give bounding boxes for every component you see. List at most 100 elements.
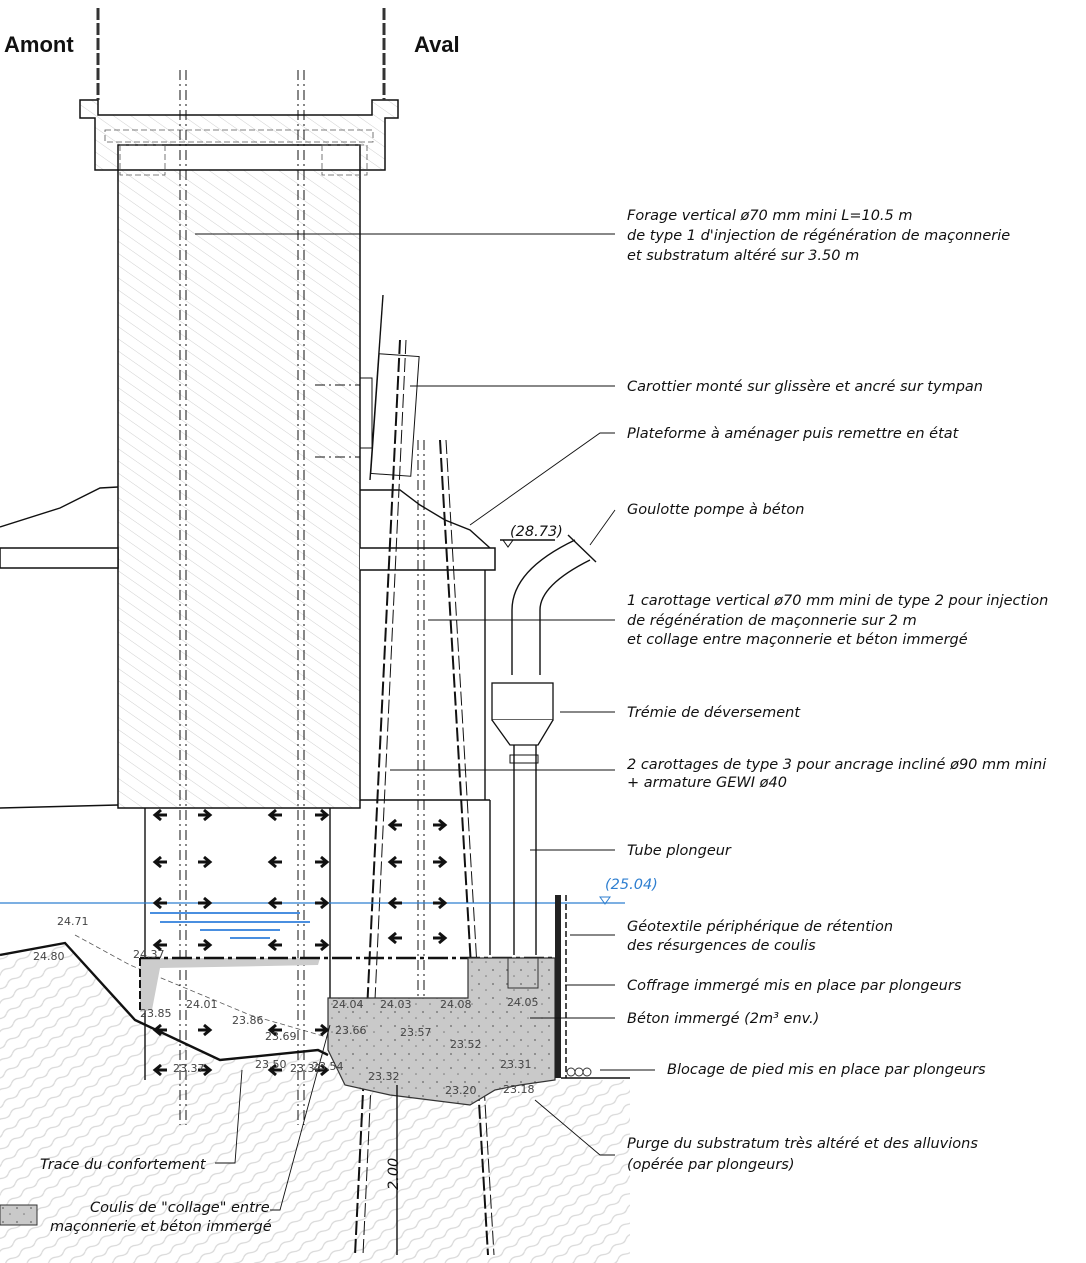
- elevation-label: 24.37: [133, 948, 165, 961]
- annotation: Tube plongeur: [627, 843, 732, 859]
- elevation-label: 23.18: [503, 1083, 535, 1096]
- annotation: Forage vertical ø70 mm mini L=10.5 m: [627, 208, 912, 224]
- elevation-label: 23.32: [290, 1062, 322, 1075]
- elevation-label: 23.37: [173, 1062, 205, 1075]
- annotation: de type 1 d'injection de régénération de…: [627, 228, 1010, 244]
- injection-arrow-icon: [315, 938, 330, 952]
- pump-chute: [511, 539, 591, 675]
- annotation: maçonnerie et béton immergé: [50, 1219, 272, 1235]
- injection-arrow-icon: [267, 938, 282, 952]
- injection-arrow-icon: [152, 855, 167, 869]
- annotation: Trémie de déversement: [627, 705, 801, 721]
- injection-arrow-icon: [387, 931, 402, 945]
- annotation: 1 carottage vertical ø70 mm mini de type…: [627, 593, 1048, 609]
- downstream-label: Aval: [414, 32, 460, 57]
- annotation: Béton immergé (2m³ env.): [627, 1011, 819, 1027]
- annotation: Géotextile périphérique de rétention: [627, 919, 893, 935]
- injection-arrow-icon: [152, 938, 167, 952]
- injection-arrow-icon: [198, 1023, 213, 1037]
- annotation: de régénération de maçonnerie sur 2 m: [627, 613, 917, 629]
- elevation-label: 24.71: [57, 915, 89, 928]
- injection-arrow-icon: [387, 818, 402, 832]
- elevation-label: 24.01: [186, 998, 218, 1011]
- injection-arrow-icon: [198, 855, 213, 869]
- injection-arrow-icon: [315, 1023, 330, 1037]
- injection-arrow-icon: [152, 1063, 167, 1077]
- injection-arrow-icon: [267, 896, 282, 910]
- elevation-label: 23.66: [335, 1024, 367, 1037]
- elevation-label: 23.57: [400, 1026, 432, 1039]
- annotation: Blocage de pied mis en place par plongeu…: [667, 1062, 986, 1078]
- injection-arrow-icon: [433, 896, 448, 910]
- elevation-label: 23.50: [255, 1058, 287, 1071]
- annotation: Trace du confortement: [40, 1157, 207, 1173]
- substratum: [0, 943, 630, 1263]
- elevation-label: 23.20: [445, 1084, 477, 1097]
- water-ripples: [150, 912, 310, 939]
- injection-arrow-icon: [267, 808, 282, 822]
- elevation-label: 24.80: [33, 950, 65, 963]
- injection-arrow-icon: [198, 896, 213, 910]
- elevation-label: 24.03: [380, 998, 412, 1011]
- annotation: et substratum altéré sur 3.50 m: [627, 248, 859, 264]
- grout-legend-swatch: [0, 1204, 38, 1226]
- annotation: et collage entre maçonnerie et béton imm…: [627, 632, 968, 648]
- footing: [144, 800, 491, 1080]
- annotation: Purge du substratum très altéré et des a…: [627, 1136, 978, 1152]
- injection-arrow-icon: [267, 1063, 282, 1077]
- elevation-label: 24.08: [440, 998, 472, 1011]
- injection-arrow-icon: [267, 1023, 282, 1037]
- tremie-hopper: [491, 682, 554, 955]
- injection-arrow-icon: [315, 896, 330, 910]
- elevation-label: 23.31: [500, 1058, 532, 1071]
- annotation: 2 carottages de type 3 pour ancrage incl…: [627, 757, 1046, 773]
- injection-arrow-icon: [433, 855, 448, 869]
- injection-arrow-icon: [198, 938, 213, 952]
- annotation: Coulis de "collage" entre: [90, 1200, 270, 1216]
- immersed-concrete: [327, 957, 556, 1106]
- elevation-label: 23.69: [265, 1030, 297, 1043]
- foot-blocking: [566, 1067, 592, 1077]
- coring-rig: [315, 294, 420, 481]
- platform: [360, 547, 496, 571]
- elevation-label: 23.85: [140, 1007, 172, 1020]
- injection-arrow-icon: [315, 1063, 330, 1077]
- ground-profile: [0, 941, 329, 1062]
- injection-arrow-icon: [433, 931, 448, 945]
- platform-level-label: (28.73): [510, 524, 563, 540]
- injection-arrow-icon: [387, 896, 402, 910]
- elevation-label: 23.52: [450, 1038, 482, 1051]
- elevation-label: 24.05: [507, 996, 539, 1009]
- annotation: Goulotte pompe à béton: [627, 502, 804, 518]
- annotations: Forage vertical ø70 mm mini L=10.5 m de …: [40, 208, 1048, 1235]
- annotation: Plateforme à aménager puis remettre en é…: [627, 426, 960, 442]
- injection-arrow-icon: [267, 855, 282, 869]
- annotation: + armature GEWI ø40: [627, 775, 787, 791]
- injection-arrow-icon: [315, 855, 330, 869]
- bank-profile: [0, 486, 119, 528]
- grout-layer: [140, 958, 320, 1012]
- elevation-label: 23.32: [368, 1070, 400, 1083]
- elevation-label: 23.86: [232, 1014, 264, 1027]
- depth-dimension: 2.00: [386, 1158, 402, 1190]
- railing-posts: [96, 8, 386, 100]
- injection-arrow-icon: [433, 818, 448, 832]
- leader-lines: [195, 233, 655, 1211]
- injection-arrow-icon: [315, 808, 330, 822]
- pier-cap: [79, 99, 399, 171]
- injection-arrow-icon: [152, 808, 167, 822]
- water-level-label: (25.04): [605, 877, 658, 893]
- injection-arrow-icon: [387, 855, 402, 869]
- inclined-cores: [354, 339, 495, 1256]
- annotation: (opérée par plongeurs): [627, 1157, 795, 1173]
- elevation-label: 23.54: [312, 1060, 344, 1073]
- pier-body: [117, 169, 361, 809]
- elevation-label: 24.04: [332, 998, 364, 1011]
- injection-arrow-icon: [198, 808, 213, 822]
- injection-arrow-icon: [152, 1023, 167, 1037]
- injection-arrow-icon: [198, 1063, 213, 1077]
- deck-left: [0, 547, 119, 569]
